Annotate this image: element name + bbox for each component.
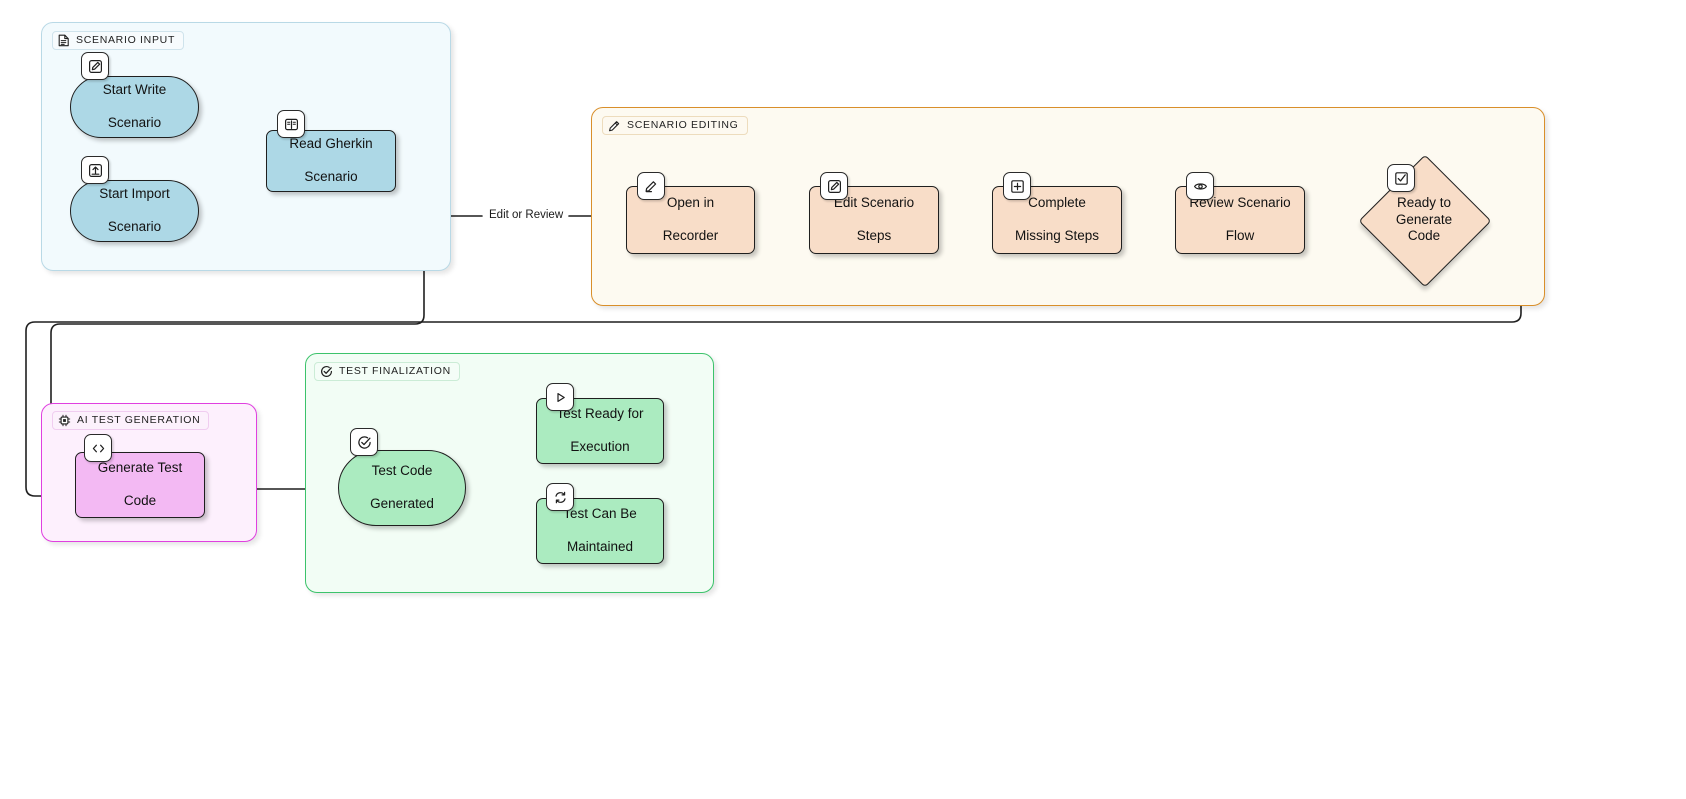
edit-square-icon[interactable] (820, 172, 848, 200)
cluster-label-ai-test-generation: AI TEST GENERATION (52, 411, 210, 430)
edit-square-icon[interactable] (81, 52, 109, 80)
node-label-line2: Generated (370, 496, 434, 512)
check-circle-icon (321, 366, 332, 377)
node-label-line1: Ready to (1396, 195, 1452, 211)
node-label: Read Gherkin Scenario (277, 136, 384, 185)
node-label-line3: Code (1407, 228, 1441, 244)
node-test-code-generated[interactable]: Test Code Generated (338, 450, 466, 526)
node-label: Complete Missing Steps (1003, 195, 1111, 244)
node-label: Open in Recorder (651, 195, 731, 244)
node-label-line2: Generate (1395, 211, 1453, 227)
code-brackets-icon[interactable] (84, 434, 112, 462)
node-label: Ready to Generate Code (1396, 195, 1452, 244)
node-label: Generate Test Code (86, 460, 195, 509)
node-label-line1: Test Can Be (563, 506, 637, 522)
eye-icon[interactable] (1186, 172, 1214, 200)
node-label-line2: Execution (570, 439, 630, 455)
node-label-line1: Read Gherkin (289, 136, 373, 152)
node-label-line1: Complete (1028, 195, 1086, 211)
node-label-line1: Review Scenario (1189, 195, 1291, 211)
cluster-label-text: TEST FINALIZATION (339, 365, 451, 378)
node-label-line2: Scenario (107, 115, 162, 131)
node-read-gherkin-scenario[interactable]: Read Gherkin Scenario (266, 130, 396, 192)
node-label-line1: Test Code (371, 463, 433, 479)
cluster-label-text: SCENARIO EDITING (627, 119, 739, 132)
node-ready-to-generate-code[interactable]: Ready to Generate Code (1358, 154, 1492, 288)
cluster-label-text: AI TEST GENERATION (77, 414, 201, 427)
cluster-label-text: SCENARIO INPUT (76, 34, 176, 47)
node-label-line1: Start Import (99, 186, 170, 202)
node-label: Test Code Generated (358, 463, 446, 512)
node-label-line2: Missing Steps (1014, 228, 1100, 244)
node-label: Start Write Scenario (91, 82, 179, 131)
node-label-line1: Edit Scenario (833, 195, 915, 211)
node-label-line1: Start Write (102, 82, 167, 98)
node-label: Edit Scenario Steps (822, 195, 926, 244)
pencil-line-icon[interactable] (637, 172, 665, 200)
book-icon[interactable] (277, 110, 305, 138)
node-label: Test Ready for Execution (544, 406, 655, 455)
cluster-label-scenario-input: SCENARIO INPUT (52, 31, 185, 50)
plus-square-icon[interactable] (1003, 172, 1031, 200)
refresh-icon[interactable] (546, 483, 574, 511)
node-label: Start Import Scenario (87, 186, 182, 235)
check-circle-icon[interactable] (350, 428, 378, 456)
node-label-line1: Test Ready for (556, 406, 644, 422)
pencil-icon (609, 121, 620, 132)
upload-icon[interactable] (81, 156, 109, 184)
node-label-line2: Steps (856, 228, 892, 244)
node-edit-scenario-steps[interactable]: Edit Scenario Steps (809, 186, 939, 254)
node-label-line2: Code (123, 493, 157, 509)
cpu-chip-icon (58, 414, 71, 427)
document-icon (58, 34, 69, 47)
node-label-line2: Maintained (566, 539, 634, 555)
node-label: Test Can Be Maintained (551, 506, 649, 555)
play-icon[interactable] (546, 383, 574, 411)
checkbox-icon[interactable] (1387, 164, 1415, 192)
cluster-label-test-finalization: TEST FINALIZATION (314, 362, 460, 381)
node-start-write-scenario[interactable]: Start Write Scenario (70, 76, 199, 138)
node-label-line2: Flow (1225, 228, 1255, 244)
node-start-import-scenario[interactable]: Start Import Scenario (70, 180, 199, 242)
cluster-label-scenario-editing: SCENARIO EDITING (602, 116, 748, 135)
node-label: Review Scenario Flow (1177, 195, 1302, 244)
edge-label-edit-or-review: Edit or Review (487, 209, 566, 221)
node-label-line2: Scenario (107, 219, 162, 235)
node-generate-test-code[interactable]: Generate Test Code (75, 452, 205, 518)
node-open-in-recorder[interactable]: Open in Recorder (626, 186, 755, 254)
node-label-line2: Scenario (304, 169, 358, 185)
node-label-line2: Recorder (662, 228, 719, 244)
node-label-line1: Generate Test (97, 460, 183, 476)
node-label-line1: Open in (666, 195, 715, 211)
